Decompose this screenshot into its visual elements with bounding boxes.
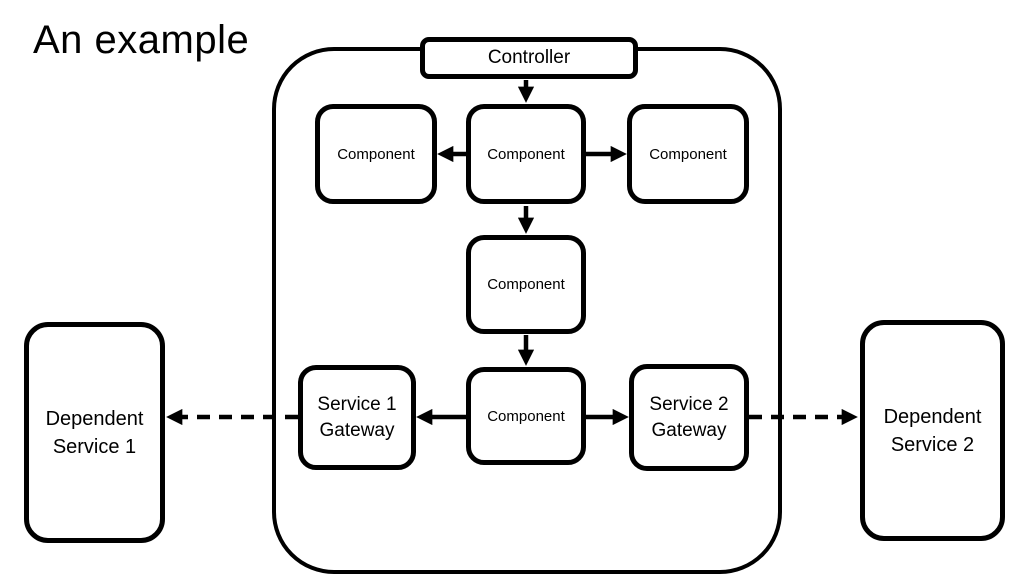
node-controller: Controller [420,37,638,79]
node-service2-gateway-label: Service 2 Gateway [649,393,729,441]
node-component-top-right-label: Component [649,145,727,163]
node-service1-gateway-label: Service 1 Gateway [317,393,397,441]
node-component-bottom-label: Component [487,407,565,425]
node-component-top-left: Component [315,104,437,204]
node-dependent-service2-label: Dependent Service 2 [883,405,982,456]
node-dependent-service1: Dependent Service 1 [24,322,165,543]
node-component-top-left-label: Component [337,145,415,163]
node-dependent-service1-label: Dependent Service 1 [45,407,144,458]
node-component-top-center: Component [466,104,586,204]
node-component-top-center-label: Component [487,145,565,163]
node-dependent-service2: Dependent Service 2 [860,320,1005,541]
node-service1-gateway: Service 1 Gateway [298,365,416,470]
node-component-bottom: Component [466,367,586,465]
node-component-top-right: Component [627,104,749,204]
slide-title: An example [33,18,250,62]
node-component-middle: Component [466,235,586,334]
node-component-middle-label: Component [487,276,565,293]
node-controller-label: Controller [487,47,571,68]
node-service2-gateway: Service 2 Gateway [629,364,749,471]
